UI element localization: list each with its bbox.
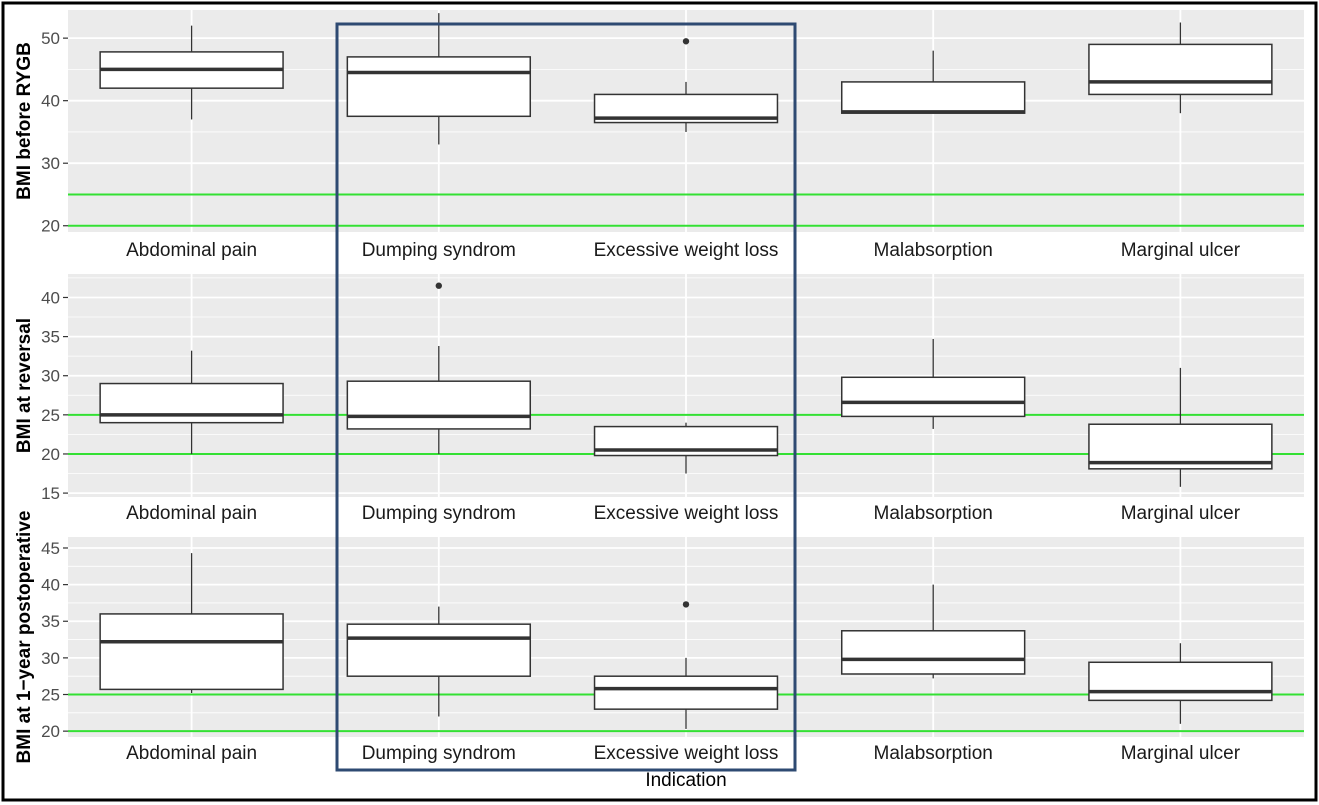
category-label: Abdominal pain bbox=[126, 743, 257, 764]
y-tick-label: 30 bbox=[41, 367, 60, 386]
y-tick-label: 30 bbox=[41, 154, 60, 173]
y-tick-label: 20 bbox=[41, 722, 60, 741]
box-iqr bbox=[99, 382, 284, 424]
box-iqr bbox=[840, 630, 1026, 675]
y-tick-label: 35 bbox=[41, 612, 60, 631]
box-4 bbox=[840, 50, 1026, 114]
y-tick-label: 20 bbox=[41, 445, 60, 464]
box-1 bbox=[99, 25, 284, 120]
outlier-point bbox=[682, 601, 690, 608]
y-tick-label: 25 bbox=[41, 406, 60, 425]
box-1 bbox=[99, 553, 284, 694]
outlier-point bbox=[435, 282, 442, 289]
y-tick-label: 50 bbox=[41, 29, 60, 48]
y-tick-label: 40 bbox=[41, 92, 60, 111]
category-label: Dumping syndrom bbox=[362, 240, 516, 261]
y-tick-label: 35 bbox=[41, 328, 60, 347]
y-tick-label: 25 bbox=[41, 686, 60, 705]
box-5 bbox=[1088, 22, 1273, 114]
category-label: Excessive weight loss bbox=[594, 503, 779, 524]
box-2 bbox=[346, 13, 532, 145]
category-label: Excessive weight loss bbox=[594, 743, 779, 764]
box-1 bbox=[99, 350, 284, 454]
box-iqr bbox=[346, 380, 532, 430]
box-4 bbox=[840, 584, 1026, 679]
category-label: Malabsorption bbox=[874, 503, 993, 524]
y-axis-label: BMI before RYGB bbox=[14, 42, 35, 200]
box-iqr bbox=[1088, 661, 1273, 702]
y-tick-label: 45 bbox=[41, 539, 60, 558]
category-label: Abdominal pain bbox=[126, 503, 257, 524]
box-iqr bbox=[346, 623, 532, 677]
y-tick-label: 20 bbox=[41, 217, 60, 236]
box-iqr bbox=[593, 675, 779, 710]
x-axis-label: Indication bbox=[645, 770, 726, 791]
category-label: Marginal ulcer bbox=[1121, 743, 1241, 764]
category-label: Marginal ulcer bbox=[1121, 240, 1241, 261]
box-5 bbox=[1088, 643, 1273, 724]
box-2 bbox=[346, 606, 532, 717]
box-3 bbox=[593, 38, 779, 132]
y-tick-label: 15 bbox=[41, 484, 60, 503]
y-tick-label: 40 bbox=[41, 288, 60, 307]
box-iqr bbox=[99, 613, 284, 691]
y-axis-label: BMI at reversal bbox=[14, 318, 35, 453]
outlier-point bbox=[682, 38, 690, 45]
category-label: Malabsorption bbox=[874, 743, 993, 764]
box-5 bbox=[1088, 367, 1273, 487]
box-2 bbox=[346, 282, 532, 454]
category-label: Dumping syndrom bbox=[362, 503, 516, 524]
category-label: Excessive weight loss bbox=[594, 240, 779, 261]
category-label: Marginal ulcer bbox=[1121, 503, 1241, 524]
box-iqr bbox=[346, 56, 532, 118]
category-label: Malabsorption bbox=[874, 240, 993, 261]
box-3 bbox=[593, 422, 779, 474]
y-tick-label: 30 bbox=[41, 649, 60, 668]
box-iqr bbox=[1088, 43, 1273, 96]
highlight-frame bbox=[335, 22, 797, 772]
box-3 bbox=[593, 601, 779, 729]
box-iqr bbox=[840, 376, 1026, 418]
y-axis-label: BMI at 1−year postoperative bbox=[14, 511, 35, 764]
category-label: Dumping syndrom bbox=[362, 743, 516, 764]
y-tick-label: 40 bbox=[41, 576, 60, 595]
box-4 bbox=[840, 338, 1026, 429]
box-iqr bbox=[840, 81, 1026, 114]
category-label: Abdominal pain bbox=[126, 240, 257, 261]
